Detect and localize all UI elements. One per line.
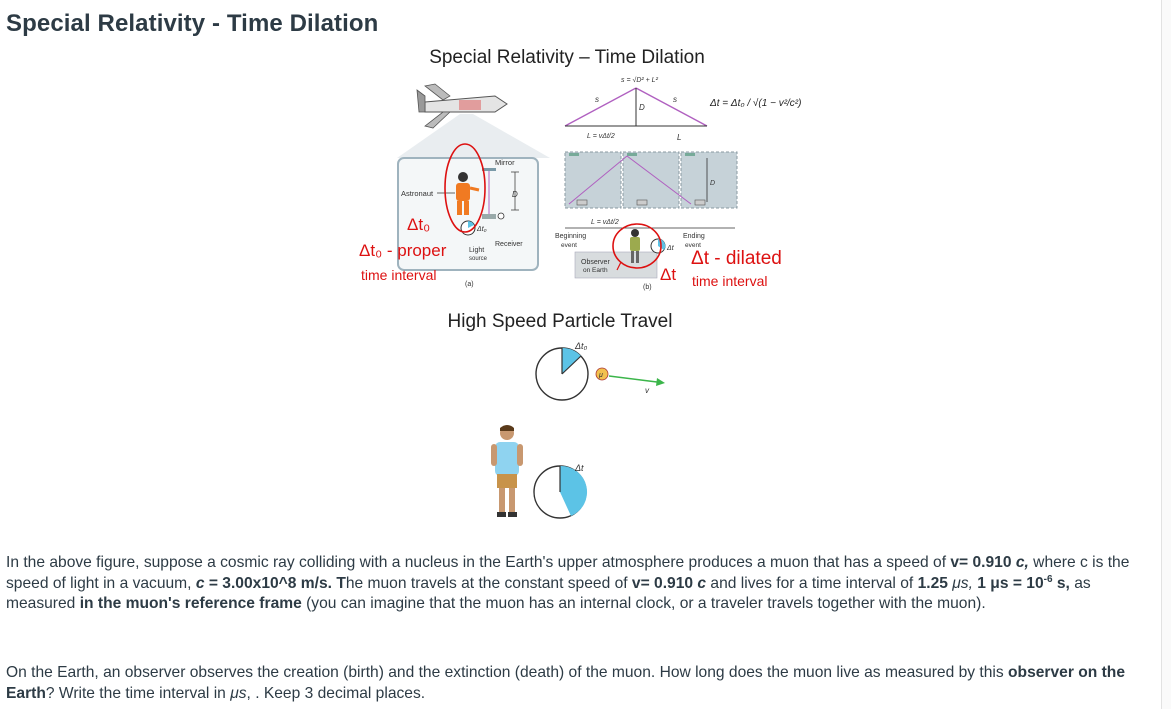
page-title: Special Relativity - Time Dilation (6, 10, 379, 37)
svg-text:event: event (685, 242, 701, 249)
source-label: source (469, 256, 488, 262)
svg-text:on Earth: on Earth (583, 267, 608, 274)
svg-text:D: D (710, 180, 715, 187)
svg-text:Δt: Δt (574, 463, 584, 473)
dt0-annotation: Δt₀ (407, 215, 430, 234)
ending-label: Ending (683, 233, 705, 240)
light-path-b-right (635, 87, 708, 127)
muon-icon (595, 367, 609, 381)
light-source-icon (482, 214, 496, 219)
light-label: Light (469, 247, 484, 254)
proper-sub-annotation: time interval (361, 267, 436, 283)
svg-text:μ: μ (598, 372, 603, 379)
dilated-annotation: Δt - dilated (691, 248, 782, 269)
dilated-sub-annotation: time interval (692, 273, 767, 289)
svg-text:s: s (673, 95, 677, 104)
svg-text:Δt₀: Δt₀ (574, 341, 588, 351)
figure-canvas: Special Relativity – Time Dilation High … (359, 47, 801, 519)
svg-text:event: event (561, 242, 577, 249)
svg-text:L: L (677, 133, 681, 142)
dt-red-annotation: Δt (660, 265, 676, 284)
mirror-label: Mirror (495, 158, 515, 167)
panel-b-label: (b) (643, 284, 652, 291)
astronaut-label: Astronaut (401, 189, 434, 198)
svg-text:L = vΔt/2: L = vΔt/2 (591, 219, 619, 226)
velocity-arrow (608, 375, 658, 383)
astronaut-highlight (444, 143, 486, 233)
figure-title: Special Relativity – Time Dilation (429, 47, 705, 68)
observer-person-icon (491, 425, 523, 517)
problem-paragraph-1: In the above figure, suppose a cosmic ra… (6, 554, 1130, 612)
light-path-b-left (564, 87, 637, 127)
scrollbar[interactable] (1161, 0, 1171, 709)
receiver-label: Receiver (495, 241, 523, 248)
proper-annotation: Δt₀ - proper (359, 241, 447, 260)
earth-clock-icon (533, 465, 588, 519)
observer-highlight (612, 223, 662, 269)
observer-icon (630, 229, 640, 263)
panel-b-frames: D (564, 151, 738, 209)
svg-text:D: D (639, 103, 645, 112)
dilation-formula: Δt = Δt₀ / √(1 − v²/c²) (709, 97, 801, 109)
svg-text:D: D (512, 190, 518, 199)
time-dilation-figure: Special Relativity – Time Dilation High … (355, 40, 805, 525)
astronaut-icon (456, 172, 480, 215)
panel-a-label: (a) (465, 281, 474, 288)
observer-label: Observer (581, 259, 610, 266)
muon-clock-icon (535, 347, 589, 401)
svg-text:Δt: Δt (666, 245, 675, 252)
figure-subtitle: High Speed Particle Travel (448, 311, 673, 332)
svg-text:s: s (595, 95, 599, 104)
svg-text:Δt₀: Δt₀ (476, 226, 487, 233)
s-formula: s = √D² + L² (621, 76, 659, 84)
problem-paragraph-2: On the Earth, an observer observes the c… (6, 664, 1125, 702)
mirror-icon (482, 168, 496, 171)
shuttle-icon (416, 83, 508, 129)
svg-text:v: v (645, 386, 650, 395)
l-formula: L = vΔt/2 (587, 133, 615, 140)
beginning-label: Beginning (555, 233, 586, 240)
